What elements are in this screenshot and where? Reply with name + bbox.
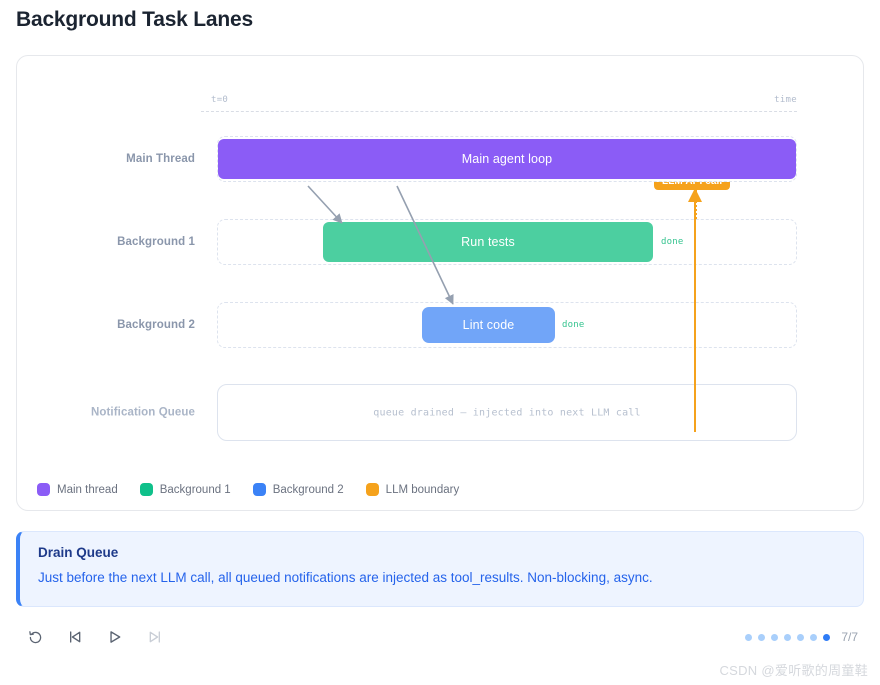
step-counter: 7/7 xyxy=(841,630,858,644)
lane-label-notification-queue: Notification Queue xyxy=(90,406,195,418)
legend-swatch-icon xyxy=(37,483,50,496)
legend-item-background-2: Background 2 xyxy=(252,483,344,496)
diagram-card: t=0 time LLM API call Main Thread Main a… xyxy=(16,55,864,511)
step-dots[interactable] xyxy=(745,633,831,641)
timeline-axis-rule xyxy=(201,111,797,112)
llm-boundary-dotted-line xyxy=(695,190,697,235)
play-button[interactable] xyxy=(102,624,128,650)
lane-track-main-thread: Main agent loop xyxy=(217,136,797,182)
legend-swatch-icon xyxy=(252,483,266,496)
timeline-start-label: t=0 xyxy=(211,95,229,105)
lane-label-background-2: Background 2 xyxy=(117,319,195,331)
legend-label: Background 1 xyxy=(159,483,231,496)
task-bar-label: Run tests xyxy=(461,235,515,249)
page-title: Background Task Lanes xyxy=(16,8,253,31)
step-dot[interactable] xyxy=(758,633,766,641)
legend-label: LLM boundary xyxy=(385,483,460,496)
next-icon xyxy=(149,631,160,643)
lane-label-background-1: Background 1 xyxy=(117,236,195,248)
spawn-arrow-background-1 xyxy=(307,185,343,224)
callout-panel: Drain Queue Just before the next LLM cal… xyxy=(16,531,864,607)
legend-item-llm-boundary: LLM boundary xyxy=(365,483,460,496)
player-controls xyxy=(22,620,168,654)
previous-button[interactable] xyxy=(62,624,88,650)
restart-icon xyxy=(28,630,41,643)
lane-background-2: Background 2 Lint code done xyxy=(17,302,863,348)
next-button[interactable] xyxy=(142,624,168,650)
player-bar: 7/7 xyxy=(16,620,864,654)
lane-background-1: Background 1 Run tests done xyxy=(17,219,863,265)
timeline-end-label: time xyxy=(774,95,797,105)
timeline-axis: t=0 time xyxy=(201,95,797,115)
lane-notification-queue: Notification Queue queue drained — injec… xyxy=(17,384,863,441)
legend-item-background-1: Background 1 xyxy=(139,483,231,496)
legend: Main thread Background 1 Background 2 LL… xyxy=(37,483,459,496)
previous-icon xyxy=(70,631,81,643)
lane-track-notification-queue: queue drained — injected into next LLM c… xyxy=(217,384,797,441)
status-badge-background-2: done xyxy=(562,320,585,330)
queue-status-text: queue drained — injected into next LLM c… xyxy=(373,407,641,418)
arrow-overlay xyxy=(307,185,702,432)
status-badge-background-1: done xyxy=(661,237,684,247)
callout-body: Just before the next LLM call, all queue… xyxy=(38,570,653,585)
legend-item-main-thread: Main thread xyxy=(37,483,118,496)
lane-track-background-1: Run tests done xyxy=(217,219,797,265)
step-dot[interactable] xyxy=(784,633,792,641)
legend-label: Background 2 xyxy=(272,483,344,496)
step-dot[interactable] xyxy=(745,633,753,641)
watermark: CSDN @爱听歌的周童鞋 xyxy=(719,663,868,678)
legend-swatch-icon xyxy=(365,483,379,496)
step-dot[interactable] xyxy=(810,633,818,641)
task-bar-label: Lint code xyxy=(462,318,515,332)
task-bar-run-tests[interactable]: Run tests xyxy=(323,222,653,262)
callout-title: Drain Queue xyxy=(38,545,119,560)
step-dot-active[interactable] xyxy=(823,633,831,641)
restart-button[interactable] xyxy=(22,624,48,650)
step-dot[interactable] xyxy=(797,633,805,641)
task-bar-lint-code[interactable]: Lint code xyxy=(422,307,555,343)
lane-track-background-2: Lint code done xyxy=(217,302,797,348)
task-bar-main-agent-loop[interactable]: Main agent loop xyxy=(218,139,796,179)
legend-label: Main thread xyxy=(57,483,118,496)
lane-label-main-thread: Main Thread xyxy=(126,153,195,165)
lane-main-thread: Main Thread Main agent loop xyxy=(17,136,863,182)
task-bar-label: Main agent loop xyxy=(461,152,553,166)
legend-swatch-icon xyxy=(139,483,153,496)
step-dot[interactable] xyxy=(771,633,779,641)
player-progress: 7/7 xyxy=(745,620,858,654)
play-icon xyxy=(110,631,121,643)
